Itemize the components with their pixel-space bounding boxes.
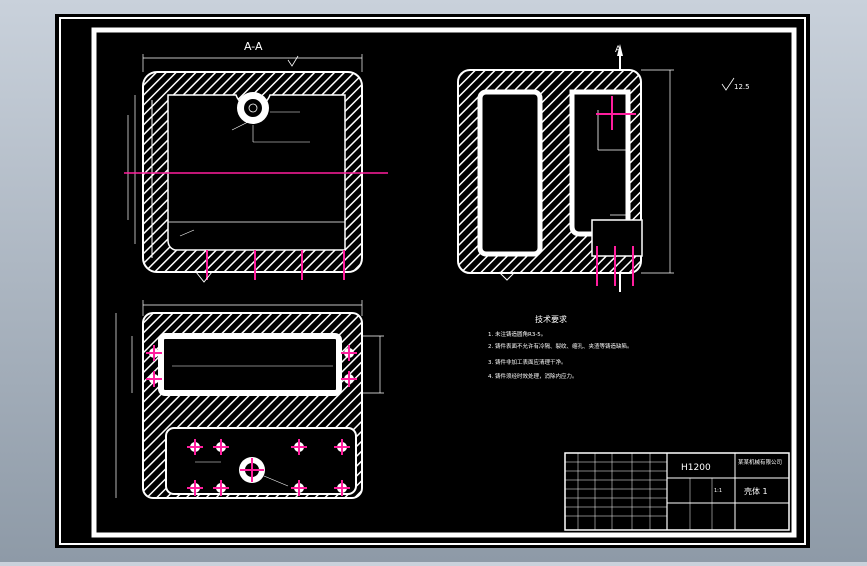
section-view-aa[interactable]: A-A [124,40,388,283]
note-4: 4. 铸件须经时效处理，消除内应力。 [488,372,578,380]
plan-view[interactable] [115,300,384,499]
part-code: H1200 [681,463,711,473]
pin-centerlines [206,250,345,280]
side-centerlines [596,96,636,286]
sheet-frame [91,27,797,538]
side-section-view[interactable]: A [457,44,674,292]
svg-text:12.5: 12.5 [734,83,750,91]
technical-notes: 技术要求 1. 未注铸造圆角R3-5。 2. 铸件表面不允许有冷隔、裂纹、缩孔、… [488,314,633,380]
scale-value: 1:1 [714,488,722,494]
title-block[interactable]: H1200 某某机械有限公司 壳体 1 1:1 [564,452,790,531]
sheet-outer-border [59,17,806,545]
part-name: 壳体 1 [744,486,768,496]
notes-title: 技术要求 [535,314,567,324]
left-cavity [477,89,543,257]
hole-centerlines [146,345,357,496]
note-2: 2. 铸件表面不允许有冷隔、裂纹、缩孔、夹渣等铸造缺陷。 [488,342,633,350]
note-3: 3. 铸件非加工表面应清理干净。 [488,358,567,366]
roughness-symbol: 12.5 [721,77,750,91]
note-1: 1. 未注铸造圆角R3-5。 [488,330,546,338]
section-label: A-A [244,40,263,53]
company-name: 某某机械有限公司 [738,458,782,466]
upper-window [158,333,342,396]
